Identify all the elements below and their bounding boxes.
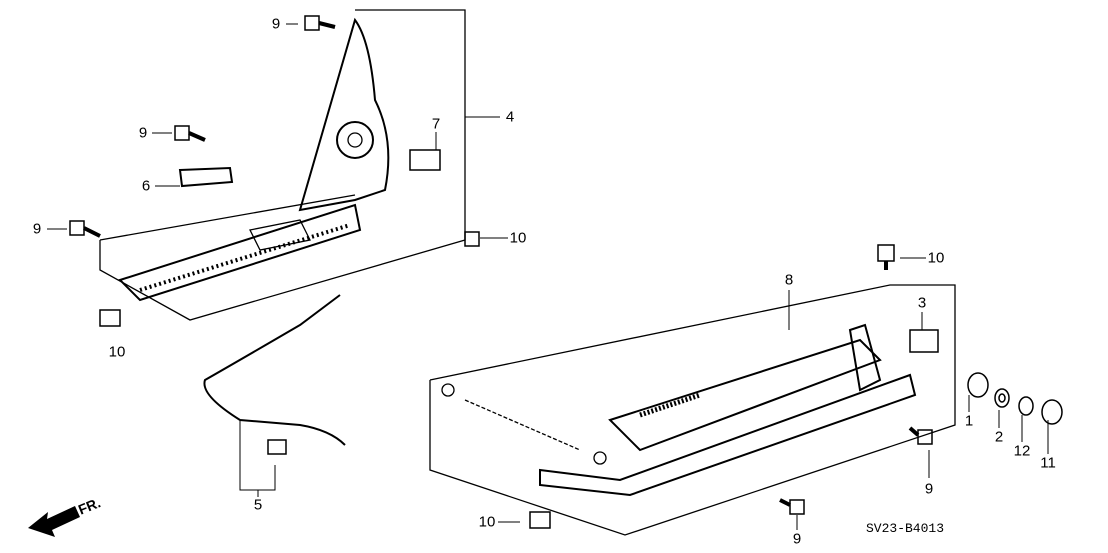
front-direction-arrow [28,506,80,537]
callout-9: 9 [32,220,42,238]
callout-5: 5 [253,496,263,514]
callout-1: 1 [964,412,974,430]
callout-12: 12 [1013,442,1031,460]
callout-2: 2 [994,428,1004,446]
cable [203,294,346,446]
callout-8: 8 [784,271,794,289]
callout-4: 4 [505,108,515,126]
lower-rail-assembly [429,284,956,536]
fasteners [69,15,1063,529]
callout-10: 10 [509,229,527,247]
upper-rail-assembly [99,9,466,321]
callout-10: 10 [478,513,496,531]
callout-3: 3 [917,294,927,312]
callout-7: 7 [431,115,441,133]
leader-lines [47,23,1049,530]
callout-9: 9 [792,530,802,548]
callout-9: 9 [138,124,148,142]
callout-6: 6 [141,177,151,195]
callout-10: 10 [108,343,126,361]
callout-9: 9 [924,480,934,498]
callout-10: 10 [927,249,945,267]
callout-11: 11 [1040,454,1056,472]
diagram-code: SV23-B4013 [866,521,945,536]
callout-9: 9 [271,15,281,33]
